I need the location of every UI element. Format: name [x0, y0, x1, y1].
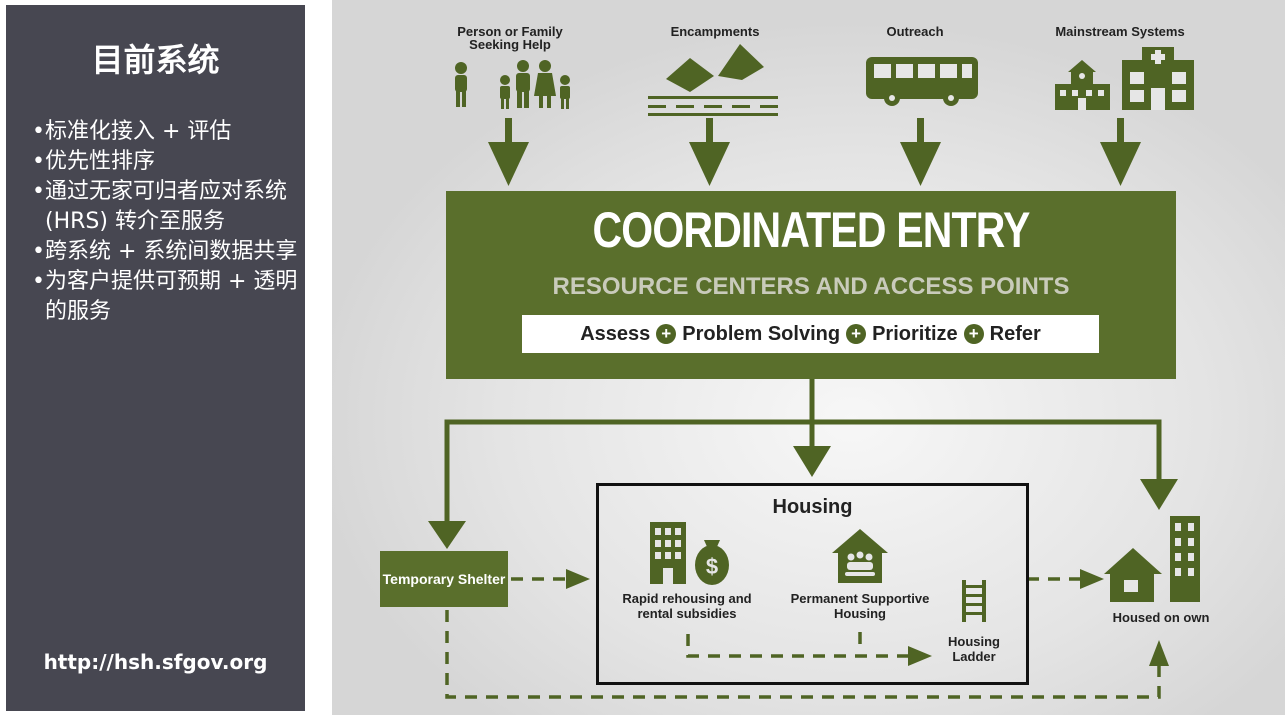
sidebar-title: 目前系统: [91, 41, 220, 79]
flow-lines: [444, 379, 1162, 527]
arrow-mainstream: [1100, 118, 1141, 186]
list-item: •标准化接入 + 评估: [32, 119, 232, 144]
label-mainstream-systems: Mainstream Systems: [1055, 24, 1185, 39]
coordinated-entry-subtitle: RESOURCE CENTERS AND ACCESS POINTS: [552, 273, 1070, 300]
arrow-person: [488, 118, 529, 186]
plus-icon: +: [963, 324, 984, 344]
housing-box: Housing: [596, 483, 1029, 685]
list-item: •为客户提供可预期 + 透明的服务: [32, 269, 298, 324]
plus-icon: +: [656, 324, 677, 344]
step-assess: Assess: [580, 322, 651, 345]
person-family-icon: [455, 60, 570, 109]
hospital-icon: [1122, 47, 1194, 110]
steps-bar: Assess + Problem Solving + Prioritize + …: [522, 315, 1099, 353]
tents-icon: [648, 44, 778, 116]
step-refer: Refer: [989, 322, 1041, 345]
house-people-icon: [832, 529, 888, 583]
coordinated-entry-title: COORDINATED ENTRY: [592, 202, 1030, 258]
apartment-icon: [650, 522, 686, 584]
label-permanent-supportive-housing: Permanent Supportive Housing: [790, 591, 930, 621]
sidebar-list: •标准化接入 + 评估 •优先性排序 •通过无家可归者应对系统 (HRS) 转介…: [32, 117, 304, 327]
house-building-icon: [1104, 516, 1200, 602]
temporary-shelter-box: Temporary Shelter: [380, 551, 508, 607]
school-icon: [1055, 60, 1110, 110]
housing-title: Housing: [772, 496, 853, 518]
website-link[interactable]: http://hsh.sfgov.org: [43, 650, 268, 674]
label-housed-on-own: Housed on own: [1112, 610, 1210, 625]
ladder-icon: [962, 580, 986, 622]
list-item: •优先性排序: [32, 149, 155, 174]
dashed-arrowheads: [566, 569, 1169, 666]
coordinated-entry-box: COORDINATED ENTRY RESOURCE CENTERS AND A…: [446, 191, 1176, 379]
label-encampments: Encampments: [670, 24, 760, 39]
temporary-shelter-label: Temporary Shelter: [382, 570, 506, 587]
dashed-flows: [445, 577, 1161, 699]
label-rapid-rehousing: Rapid rehousing and rental subsidies: [622, 591, 752, 621]
label-outreach: Outreach: [886, 24, 944, 39]
arrow-outreach: [900, 118, 941, 186]
svg-text:$: $: [706, 554, 718, 579]
label-housing-ladder: Housing Ladder: [948, 634, 1000, 664]
list-item: •跨系统 + 系统间数据共享: [32, 239, 298, 264]
step-problem-solving: Problem Solving: [682, 322, 841, 345]
plus-icon: +: [846, 324, 867, 344]
money-bag-icon: $: [695, 540, 729, 585]
flow-arrowheads: [428, 446, 1178, 549]
step-prioritize: Prioritize: [872, 322, 958, 345]
list-item: •通过无家可归者应对系统 (HRS) 转介至服务: [32, 179, 287, 234]
sidebar: 目前系统 •标准化接入 + 评估 •优先性排序 •通过无家可归者应对系统 (HR…: [6, 5, 305, 711]
label-person-family: Person or Family Seeking Help: [457, 24, 563, 52]
arrow-encampments: [689, 118, 730, 186]
bus-icon: [866, 57, 978, 106]
